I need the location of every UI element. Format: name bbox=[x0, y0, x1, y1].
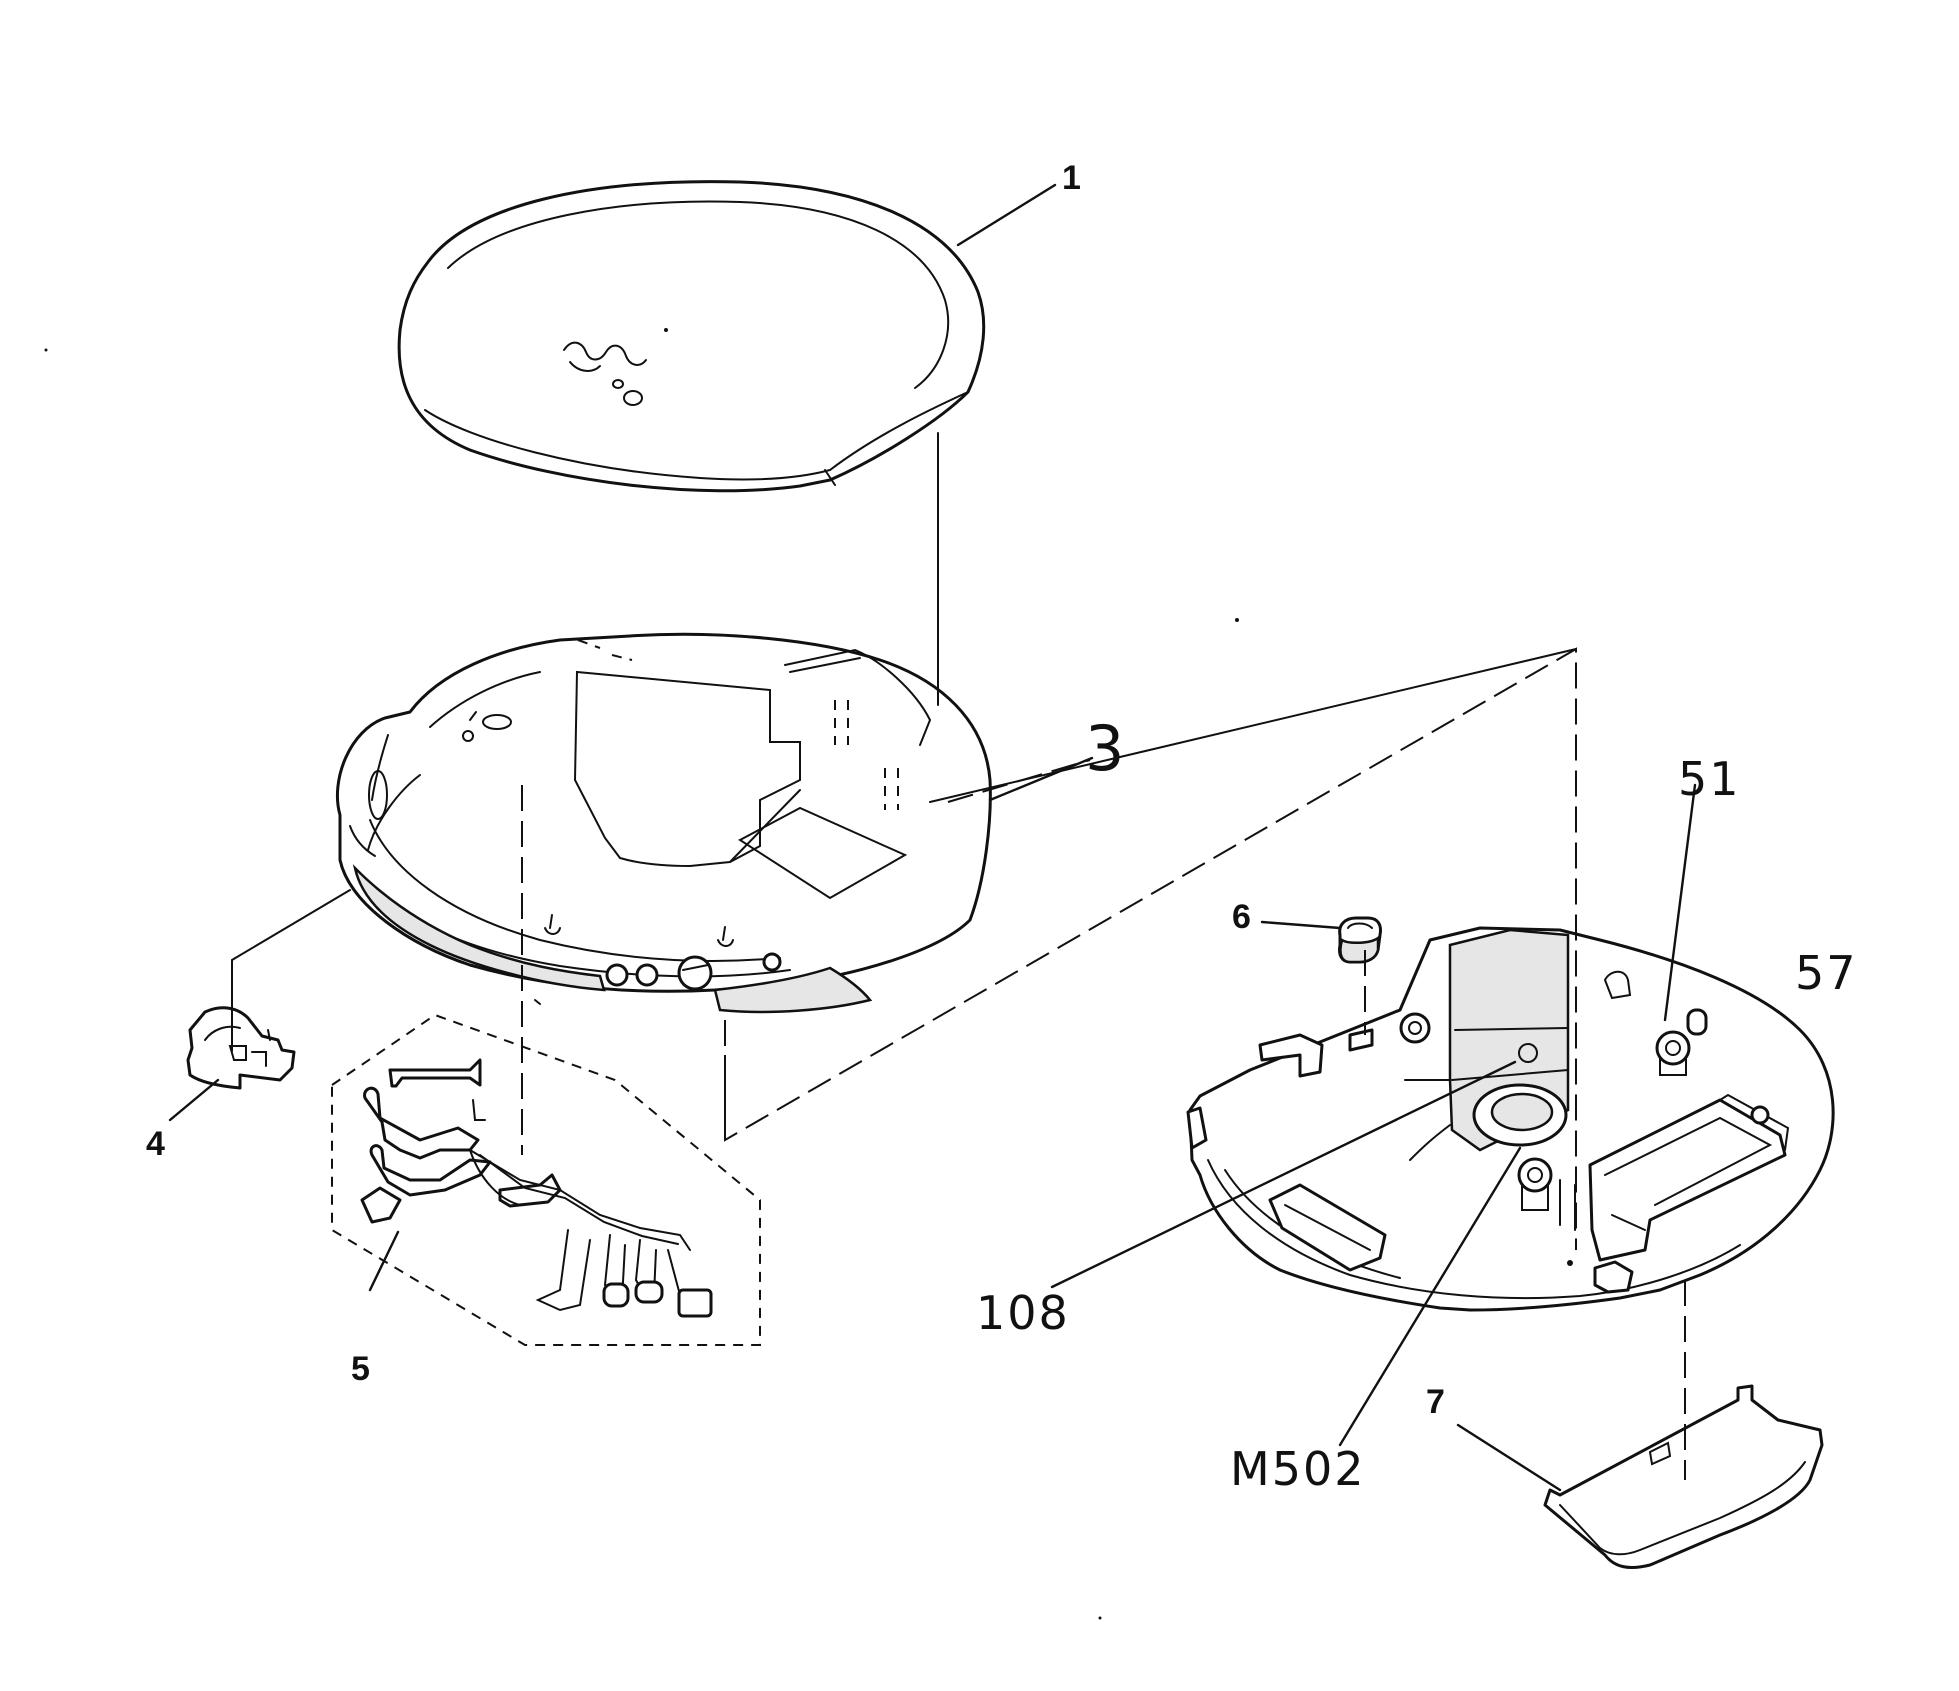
part-57-chassis bbox=[1186, 926, 1835, 1312]
part-7-battery-lid bbox=[1543, 1384, 1824, 1569]
callout-57: 57 bbox=[1795, 946, 1858, 1000]
part-5-flexible-board bbox=[331, 1013, 761, 1346]
callout-M502: M502 bbox=[1230, 1442, 1366, 1496]
part-1-lid bbox=[397, 180, 986, 493]
callout-108: 108 bbox=[976, 1286, 1070, 1340]
callout-1: 1 bbox=[1062, 159, 1081, 197]
leader-lines bbox=[168, 183, 1697, 1492]
part-3-housing bbox=[335, 632, 992, 1014]
callout-51: 51 bbox=[1678, 752, 1741, 806]
part-6-knob bbox=[1338, 916, 1382, 964]
alignment-lines bbox=[231, 432, 1686, 1480]
callout-5: 5 bbox=[351, 1350, 370, 1388]
callout-6: 6 bbox=[1232, 898, 1251, 936]
callout-4: 4 bbox=[146, 1125, 165, 1163]
callout-3: 3 bbox=[1085, 712, 1127, 785]
callout-7: 7 bbox=[1426, 1383, 1445, 1421]
part-4-latch bbox=[186, 1006, 296, 1090]
